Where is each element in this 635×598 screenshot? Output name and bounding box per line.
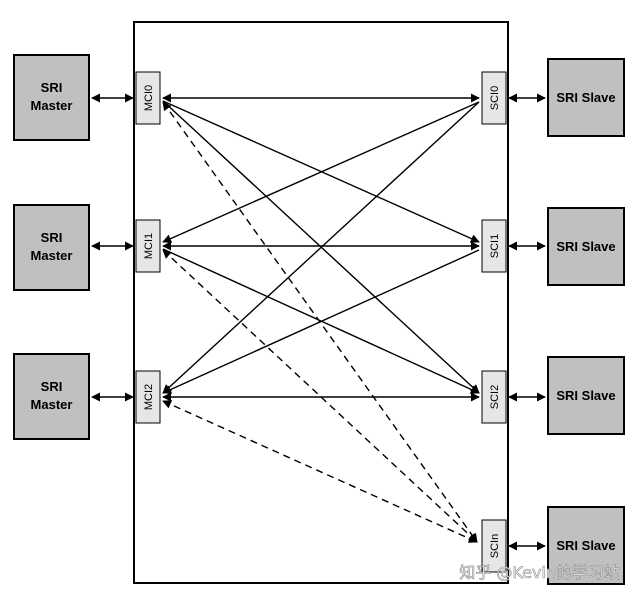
port-mci2: MCI2 <box>135 370 161 424</box>
sri-slave-2: SRI Slave <box>547 356 625 435</box>
arrow-mci2-sci1 <box>162 249 480 394</box>
master-label-line1: SRI <box>41 80 63 95</box>
arrow-mci2-scin <box>162 400 478 543</box>
port-label: SCI2 <box>489 385 501 409</box>
port-sci2: SCI2 <box>481 370 507 424</box>
port-mci0: MCI0 <box>135 71 161 125</box>
sri-master-2: SRI Master <box>13 353 90 440</box>
port-label: MCI2 <box>143 384 155 410</box>
port-sci1: SCI1 <box>481 219 507 273</box>
slave-label: SRI Slave <box>556 90 615 105</box>
port-label: MCI0 <box>143 85 155 111</box>
port-scin: SCIn <box>481 519 507 573</box>
port-mci1: MCI1 <box>135 219 161 273</box>
sri-slave-3: SRI Slave <box>547 506 625 585</box>
sri-master-0: SRI Master <box>13 54 90 141</box>
connection-arrows <box>162 93 480 543</box>
master-label-line2: Master <box>31 248 73 263</box>
port-label: SCIn <box>489 534 501 558</box>
slave-label: SRI Slave <box>556 239 615 254</box>
master-label-line1: SRI <box>41 379 63 394</box>
port-label: SCI1 <box>489 234 501 258</box>
port-label: MCI1 <box>143 233 155 259</box>
arrow-mci2-sci0 <box>162 101 480 394</box>
sri-master-1: SRI Master <box>13 204 90 291</box>
master-label-line2: Master <box>31 98 73 113</box>
port-sci0: SCI0 <box>481 71 507 125</box>
port-label: SCI0 <box>489 86 501 110</box>
arrow-mci1-sci0 <box>162 101 480 243</box>
master-port-links <box>91 93 134 402</box>
crossbar-frame <box>133 21 509 584</box>
master-label-line1: SRI <box>41 230 63 245</box>
sri-slave-0: SRI Slave <box>547 58 625 137</box>
master-label-line2: Master <box>31 397 73 412</box>
sri-slave-1: SRI Slave <box>547 207 625 286</box>
watermark: 知乎 @Kevin的学习站 <box>459 563 620 582</box>
slave-label: SRI Slave <box>556 538 615 553</box>
slave-label: SRI Slave <box>556 388 615 403</box>
slave-port-links <box>508 93 546 551</box>
